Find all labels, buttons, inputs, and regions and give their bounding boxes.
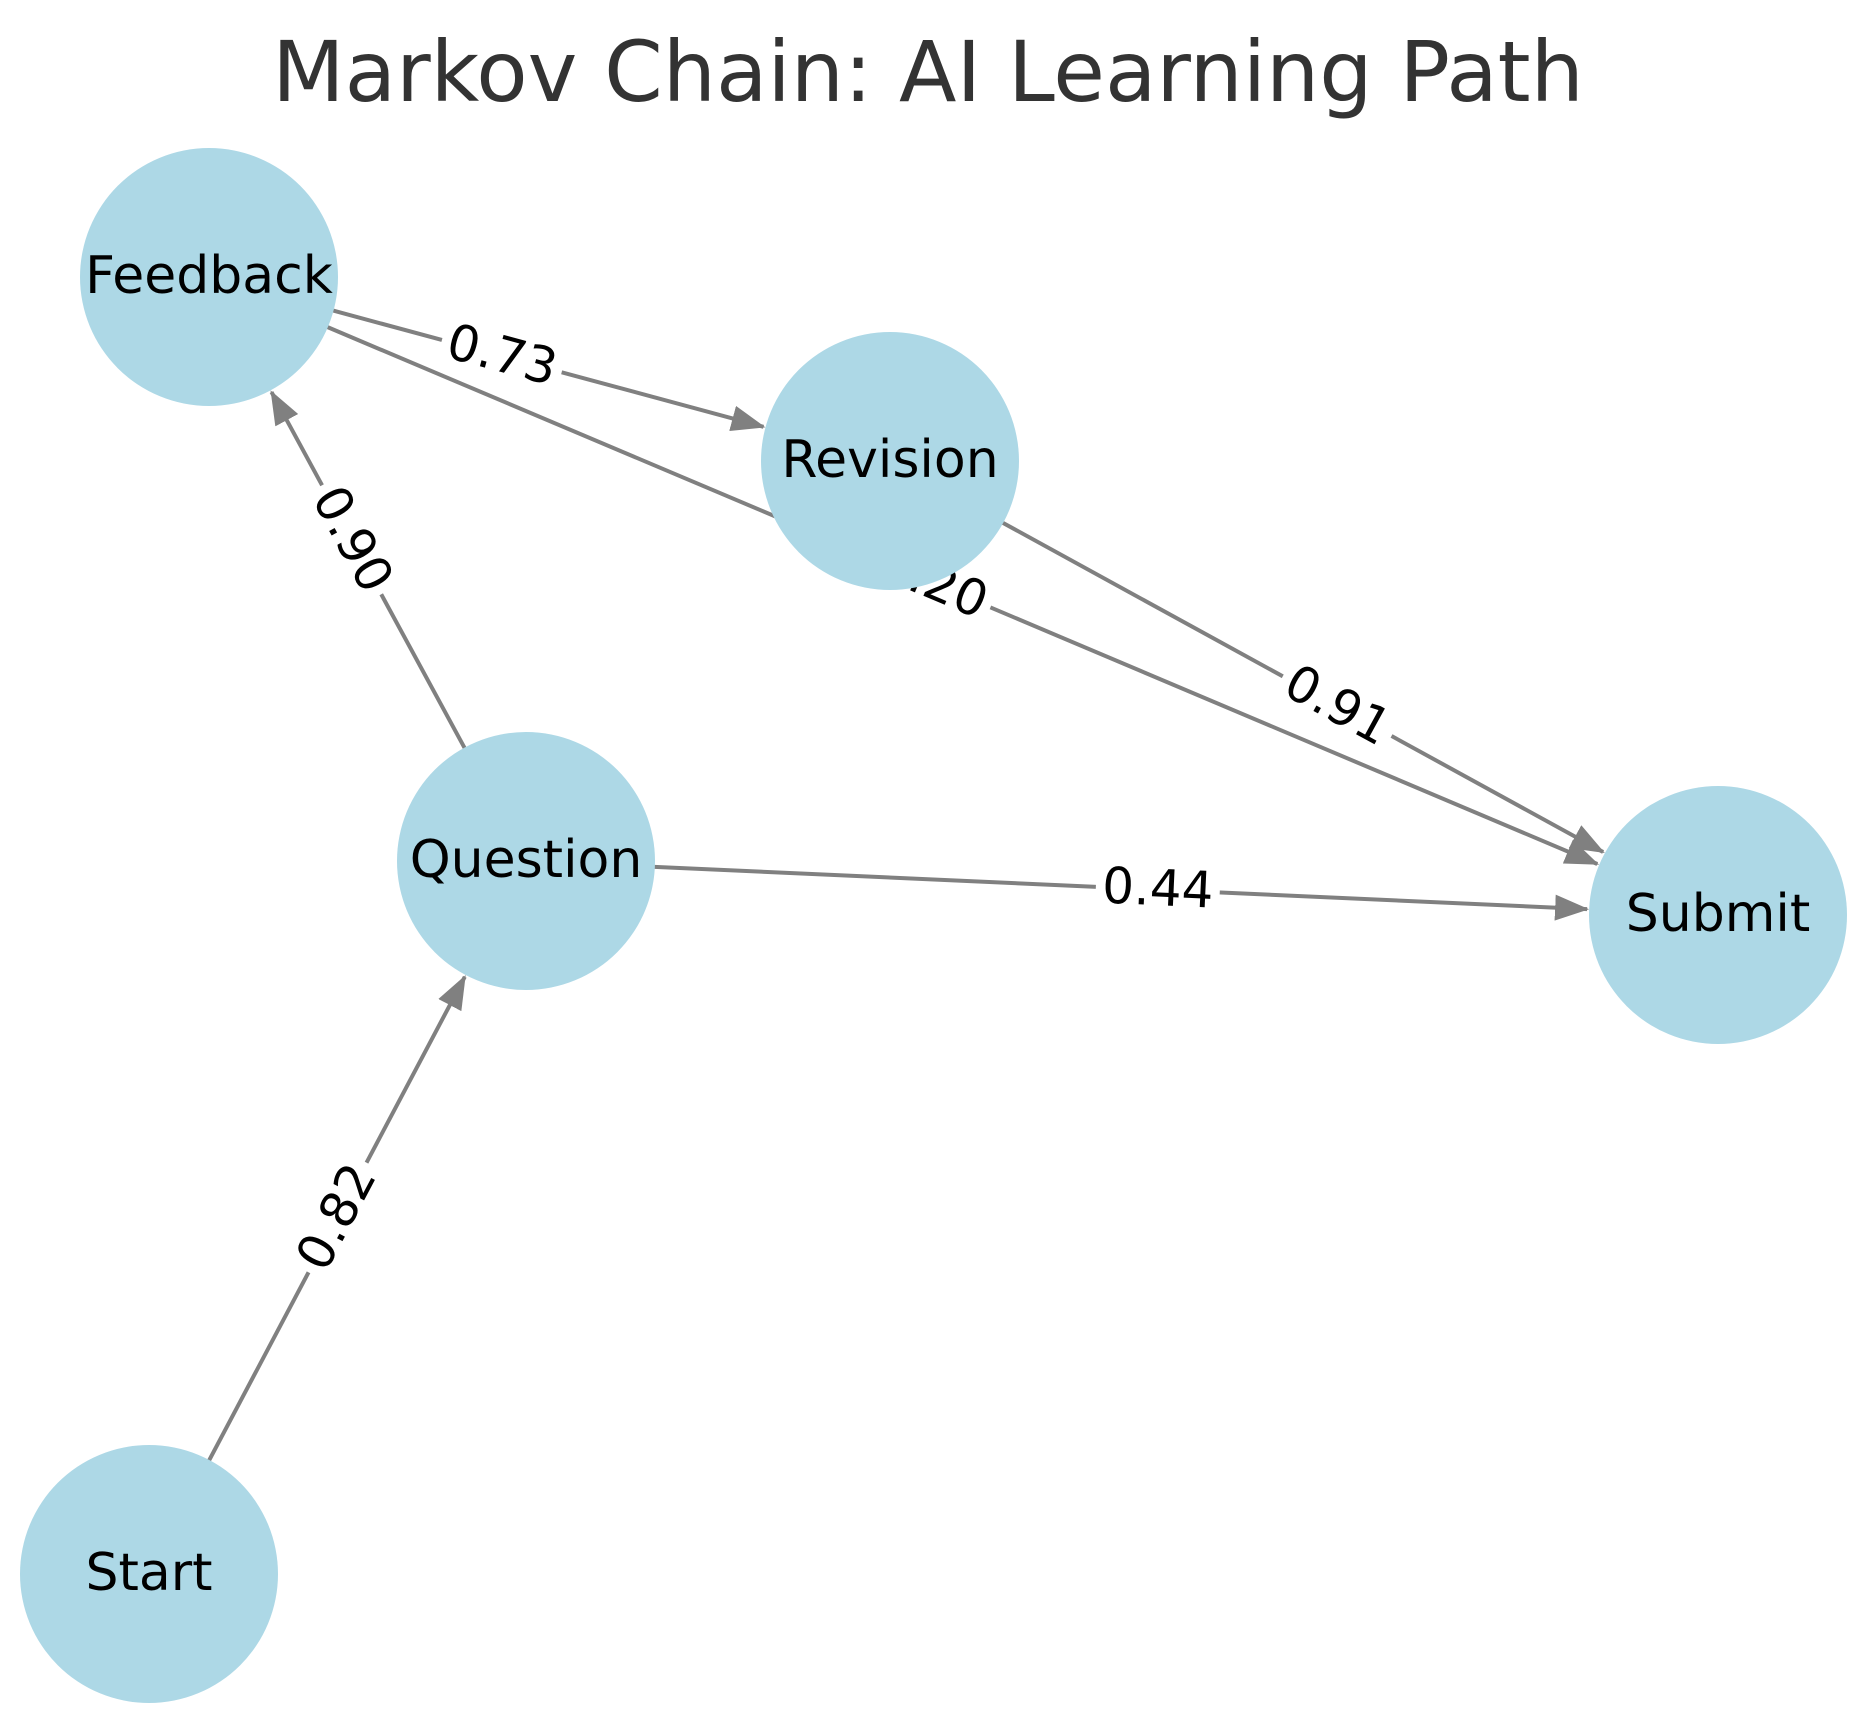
node-circle-feedback	[80, 148, 338, 406]
node-label-start: Start	[85, 1543, 212, 1603]
edge-start-to-question: 0.82	[204, 975, 467, 1467]
diagram-title: Markov Chain: AI Learning Path	[272, 23, 1584, 121]
edge-label-group-start-to-question: 0.82	[281, 1148, 394, 1287]
node-circle-start	[20, 1445, 278, 1703]
node-circle-submit	[1589, 786, 1847, 1044]
node-submit: Submit	[1589, 786, 1847, 1044]
node-circle-question	[397, 732, 655, 990]
node-label-question: Question	[410, 830, 643, 890]
edge-label-background	[281, 1148, 394, 1287]
node-label-feedback: Feedback	[85, 246, 333, 306]
node-revision: Revision	[761, 332, 1019, 590]
edge-label-background	[1268, 650, 1406, 763]
edge-label-group-question-to-submit: 0.44	[1094, 856, 1222, 923]
edge-feedback-to-revision: 0.73	[327, 307, 766, 432]
edge-label-background	[434, 310, 570, 402]
edge-label-group-revision-to-submit: 0.91	[1268, 650, 1406, 763]
edge-label-background	[295, 470, 408, 609]
node-label-revision: Revision	[781, 430, 998, 490]
node-feedback: Feedback	[80, 148, 338, 406]
edge-question-to-feedback: 0.90	[269, 390, 470, 754]
edge-revision-to-submit: 0.91	[996, 518, 1605, 854]
node-start: Start	[20, 1445, 278, 1703]
edge-question-to-submit: 0.44	[648, 856, 1590, 923]
edge-label-background	[1094, 856, 1222, 923]
node-circle-revision	[761, 332, 1019, 590]
edge-label-group-feedback-to-revision: 0.73	[434, 310, 570, 402]
edge-probability-label: 0.44	[1101, 857, 1215, 920]
node-question: Question	[397, 732, 655, 990]
node-label-submit: Submit	[1626, 884, 1810, 944]
edge-label-group-question-to-feedback: 0.90	[295, 470, 408, 609]
